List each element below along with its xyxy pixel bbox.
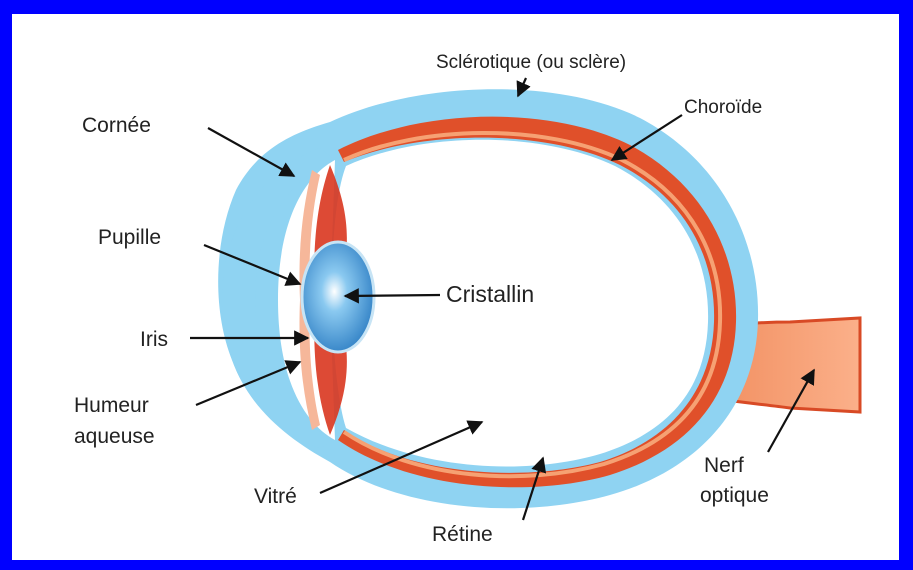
label-cornee: Cornée bbox=[82, 114, 151, 137]
label-humeur-line1: Humeur bbox=[74, 394, 149, 417]
label-choroide: Choroïde bbox=[684, 97, 762, 118]
label-cristallin: Cristallin bbox=[446, 281, 534, 307]
label-pupille: Pupille bbox=[98, 226, 161, 249]
lens bbox=[302, 242, 374, 352]
label-nerf-line1: Nerf bbox=[704, 454, 744, 477]
pointer-cristallin bbox=[345, 295, 440, 296]
label-vitre: Vitré bbox=[254, 485, 297, 508]
label-nerf-line2: optique bbox=[700, 484, 769, 507]
label-sclerotique: Sclérotique (ou sclère) bbox=[436, 52, 626, 73]
label-iris: Iris bbox=[140, 328, 168, 351]
label-humeur-line2: aqueuse bbox=[74, 425, 155, 448]
label-retine: Rétine bbox=[432, 523, 493, 546]
